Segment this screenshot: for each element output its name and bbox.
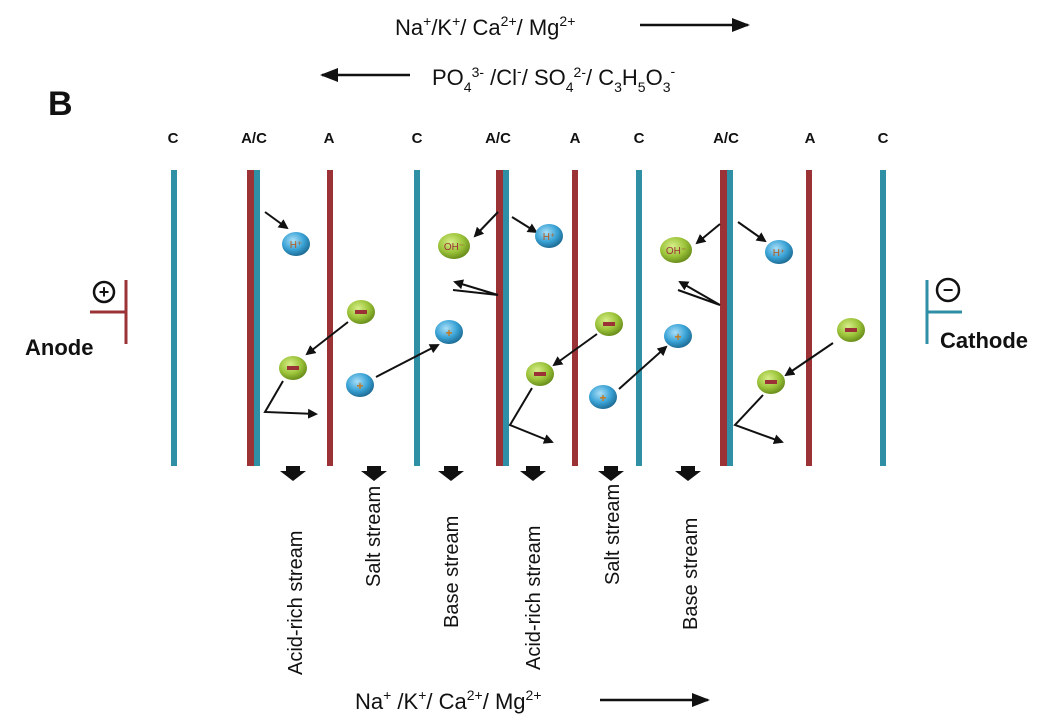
panel-letter: B (48, 85, 73, 123)
membrane-label: A/C (485, 130, 511, 147)
cation-ion (664, 324, 692, 348)
minus-icon (603, 322, 615, 326)
membrane-label: C (168, 130, 179, 147)
cation-arrow (618, 345, 668, 390)
membrane-label: C (878, 130, 889, 147)
minus-icon (355, 310, 367, 314)
stream-label: Salt stream (602, 484, 624, 585)
minus-icon (765, 380, 777, 384)
svg-text:OH⁻: OH⁻ (444, 242, 464, 253)
cation-membrane (414, 170, 420, 466)
acid-out-arrow (733, 394, 784, 444)
oh-minus-ion (438, 233, 470, 259)
base-out-arrow (677, 281, 721, 306)
svg-text:−: − (943, 280, 954, 300)
bipolar-membrane-cation-side (254, 170, 260, 466)
anion-membrane (806, 170, 812, 466)
bottom-cation-formula: Na+ /K+/ Ca2+/ Mg2+ (355, 687, 542, 714)
h-plus-ion (765, 240, 793, 264)
stream-label: Base stream (680, 518, 702, 630)
outlet-arrow-icon (598, 466, 624, 481)
membrane-label: C (412, 130, 423, 147)
anode: + Anode (25, 280, 128, 360)
membrane-label: A (570, 130, 581, 147)
cation-arrow (375, 344, 440, 378)
anode-plus-icon (92, 280, 116, 304)
oh-arrow (695, 223, 721, 245)
svg-text:OH⁻: OH⁻ (666, 246, 686, 257)
stream-label: Acid-rich stream (285, 531, 307, 675)
base-out-arrow (452, 279, 499, 296)
outlet-arrow-icon (361, 466, 387, 481)
stream-label: Acid-rich stream (523, 526, 545, 670)
acid-out-arrow (263, 380, 318, 419)
oh-arrow (473, 211, 499, 238)
anion-arrow (552, 333, 598, 367)
svg-text:+: + (99, 282, 110, 302)
cation-membrane (636, 170, 642, 466)
h-plus-ion (535, 224, 563, 248)
membrane-label: A (805, 130, 816, 147)
anion-arrow (305, 321, 349, 356)
cathode: − Cathode (925, 277, 1028, 353)
anion-arrow (784, 342, 834, 377)
outlet-arrow-icon (675, 466, 701, 481)
h-plus-arrow (511, 216, 538, 234)
membrane-label: A/C (713, 130, 739, 147)
svg-text:H⁺: H⁺ (290, 240, 303, 251)
h-plus-arrow (264, 211, 289, 230)
top-anion-formula: PO43- /Cl-/ SO42-/ C3H5O3- (432, 63, 676, 95)
cathode-minus-icon (935, 277, 961, 303)
cation-ion (435, 320, 463, 344)
svg-text:+: + (599, 391, 606, 405)
anion-membrane (572, 170, 578, 466)
svg-text:H⁺: H⁺ (773, 248, 786, 259)
outlet-arrow-icon (520, 466, 546, 481)
svg-text:+: + (356, 379, 363, 393)
outlet-arrow-icon (280, 466, 306, 481)
stream-label: Base stream (441, 516, 463, 628)
bipolar-membrane-anion-side (247, 170, 254, 466)
cathode-label: Cathode (940, 328, 1028, 353)
bipolar-membrane-anion-side (720, 170, 727, 466)
bipolar-membrane-cation-side (503, 170, 509, 466)
outlet-arrows (280, 466, 701, 481)
cation-membrane (171, 170, 177, 466)
h-plus-ion (282, 232, 310, 256)
svg-text:H⁺: H⁺ (543, 232, 556, 243)
svg-text:+: + (674, 330, 681, 344)
minus-icon (287, 366, 299, 370)
svg-text:+: + (445, 326, 452, 340)
acid-out-arrow (508, 387, 554, 444)
top-cation-formula: Na+/K+/ Ca2+/ Mg2+ (395, 13, 575, 40)
bipolar-membrane-anion-side (496, 170, 503, 466)
membrane-label: A (324, 130, 335, 147)
membrane-label: C (634, 130, 645, 147)
minus-icon (534, 372, 546, 376)
anion-membrane (327, 170, 333, 466)
membranes (171, 170, 886, 466)
h-plus-arrow (737, 221, 767, 243)
stream-label: Salt stream (363, 486, 385, 587)
bipolar-membrane-cation-side (727, 170, 733, 466)
minus-icon (845, 328, 857, 332)
anode-label: Anode (25, 335, 93, 360)
outlet-arrow-icon (438, 466, 464, 481)
cation-membrane (880, 170, 886, 466)
cation-ion (589, 385, 617, 409)
membrane-label: A/C (241, 130, 267, 147)
cation-ion (346, 373, 374, 397)
oh-minus-ion (660, 237, 692, 263)
